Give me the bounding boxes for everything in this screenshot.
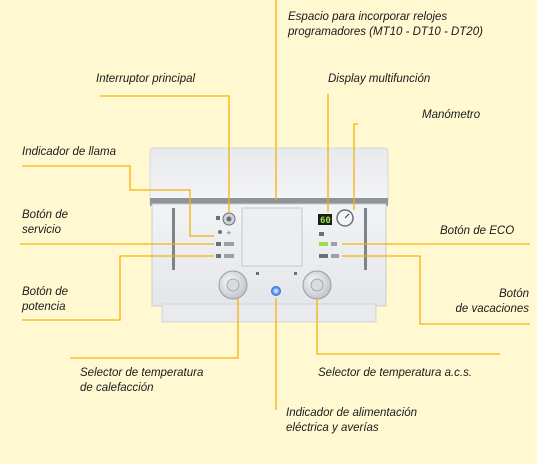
- leader-vacation: [342, 255, 530, 325]
- leader-gauge: [353, 123, 358, 210]
- leader-dhw: [316, 298, 500, 355]
- right-button-cluster: 60: [318, 209, 354, 258]
- label-service-button: Botón de servicio: [22, 209, 69, 236]
- label-heating-selector: Selector de temperatura de calefacción: [80, 367, 204, 394]
- power-fault-led: [271, 286, 281, 296]
- left-button-cluster: +: [216, 212, 236, 258]
- eco-button: [319, 242, 328, 246]
- boiler-lower-edge: [161, 303, 377, 323]
- label-flame-indicator: Indicador de llama: [22, 146, 116, 158]
- vacation-button: [319, 254, 328, 258]
- label-pressure-gauge: Manómetro: [422, 109, 481, 121]
- label-clock-space: Espacio para incorporar relojes programa…: [288, 11, 483, 38]
- heating-knob: [218, 270, 248, 300]
- display-reading: 60: [320, 216, 331, 226]
- leader-flame: [22, 165, 214, 237]
- label-eco-button: Botón de ECO: [440, 225, 515, 237]
- label-dhw-selector: Selector de temperatura a.c.s.: [318, 367, 473, 379]
- power-button: [216, 254, 221, 258]
- label-main-switch: Interruptor principal: [96, 73, 196, 85]
- multifunction-display: [318, 214, 332, 225]
- service-button: [216, 242, 221, 246]
- dhw-knob: [302, 270, 332, 300]
- label-vacation-button: Botón de vacaciones: [455, 288, 529, 315]
- svg-text:+: +: [226, 229, 232, 237]
- flame-indicator-led: [218, 230, 222, 234]
- label-power-fault-indicator: Indicador de alimentación eléctrica y av…: [286, 407, 418, 434]
- panel-trim-strip: [150, 198, 388, 206]
- leader-main-switch: [100, 95, 230, 212]
- leader-lines: [20, 0, 530, 410]
- clock-slot: [241, 207, 303, 267]
- label-power-button: Botón de potencia: [22, 286, 69, 313]
- leader-heating: [70, 298, 239, 359]
- leader-power: [22, 255, 214, 321]
- label-multifunction-display: Display multifunción: [328, 73, 431, 85]
